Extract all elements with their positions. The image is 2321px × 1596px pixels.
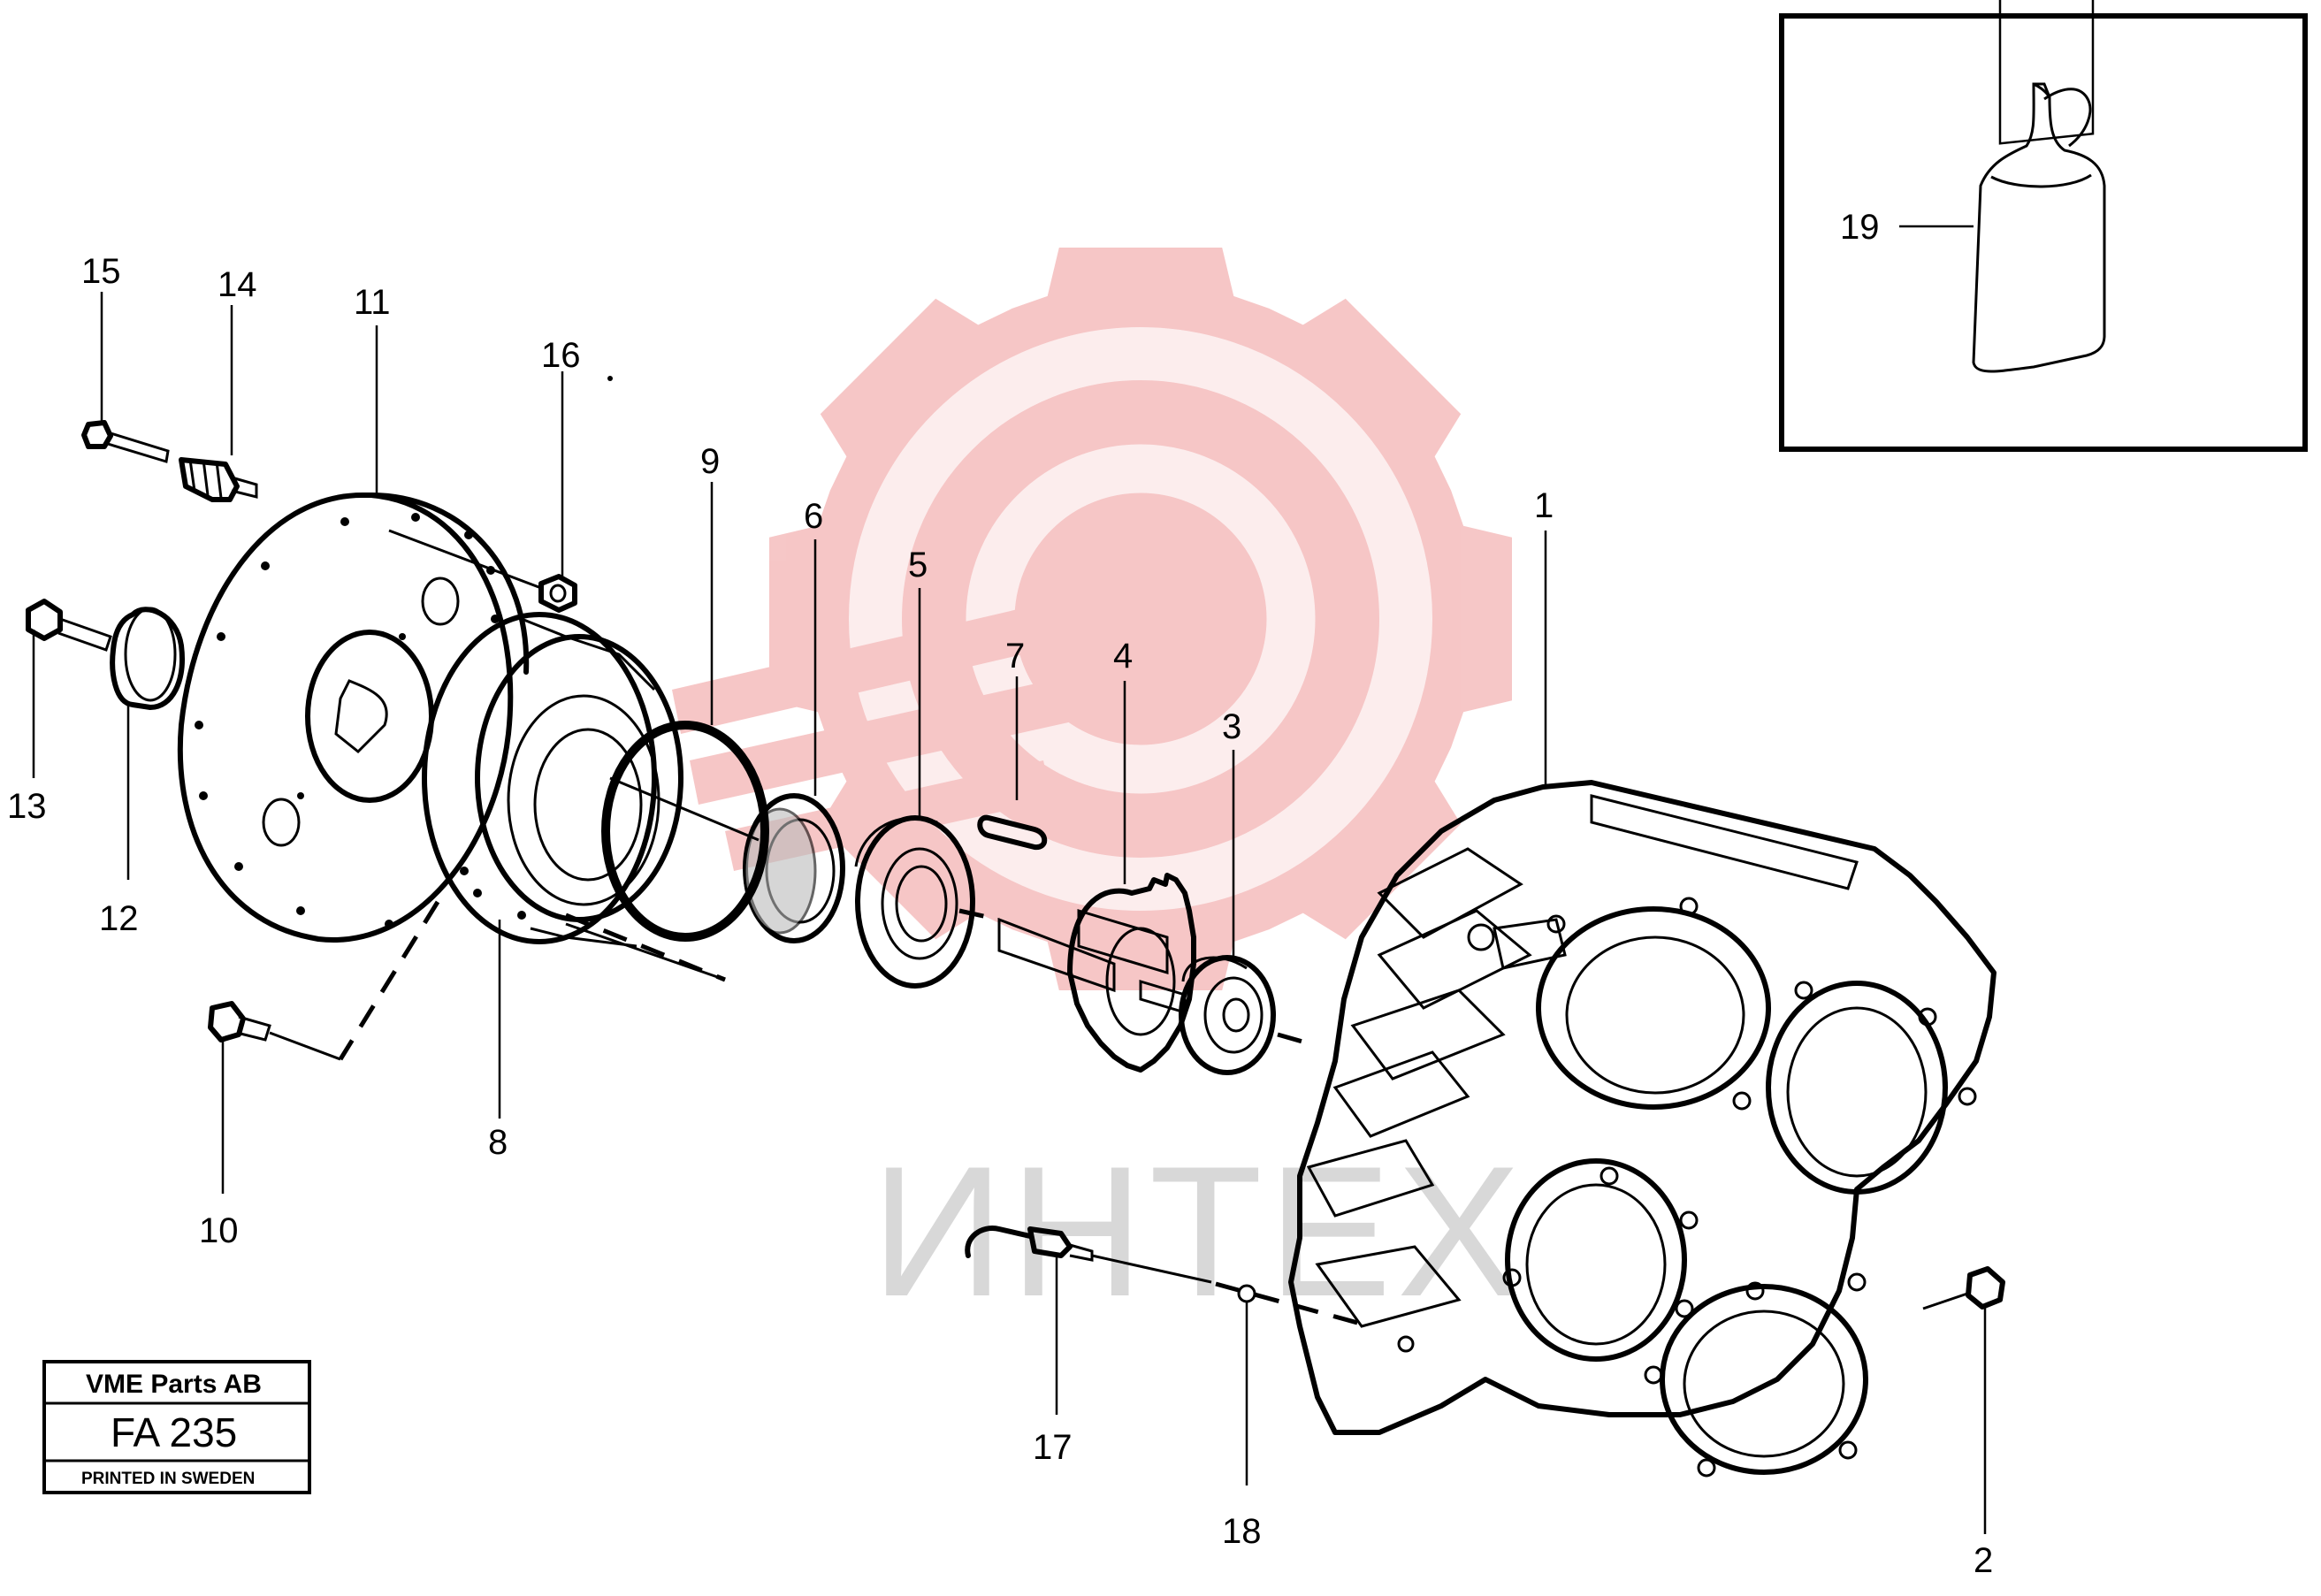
- callout-18: 18: [1222, 1512, 1262, 1551]
- callout-13: 13: [7, 787, 47, 826]
- title-block-printed: PRINTED IN SWEDEN: [81, 1470, 255, 1488]
- callout-7: 7: [1005, 637, 1025, 676]
- watermark-gear-logo: [672, 248, 1512, 990]
- callout-19: 19: [1840, 208, 1880, 247]
- part-14-fitting: 14: [179, 265, 258, 502]
- part-7-key: 7: [977, 637, 1048, 851]
- part-5-bearing: 5: [854, 546, 1000, 989]
- part-1-housing: 1: [1288, 486, 1997, 1478]
- part-11-flange-plate: 11: [177, 283, 530, 943]
- callout-12: 12: [99, 899, 139, 938]
- callout-9: 9: [700, 442, 720, 481]
- callout-6: 6: [804, 497, 823, 536]
- callout-16: 16: [541, 336, 581, 375]
- title-block: VME Parts AB FA 235 PRINTED IN SWEDEN: [42, 1360, 311, 1494]
- callout-8: 8: [488, 1123, 508, 1162]
- watermark-text: ИНТЕХ: [871, 1127, 1526, 1335]
- callout-1: 1: [1534, 486, 1554, 525]
- part-17-dipstick: 17: [965, 1226, 1371, 1467]
- part-2-plug: 2: [1922, 1266, 2005, 1580]
- part-15-screw: 15: [81, 252, 170, 463]
- part-4-gear-shaft: 4: [997, 637, 1196, 1073]
- callout-17: 17: [1033, 1428, 1073, 1467]
- part-3-bearing: 3: [1179, 707, 1309, 1075]
- part-9-o-ring: 9: [601, 442, 769, 942]
- callout-14: 14: [218, 265, 257, 304]
- part-10-screw: 10: [199, 1001, 341, 1250]
- callout-15: 15: [81, 252, 121, 291]
- callout-11: 11: [354, 283, 391, 322]
- callout-5: 5: [908, 546, 928, 584]
- part-13-bolt: 13: [7, 599, 112, 826]
- title-block-company: VME Parts AB: [86, 1370, 262, 1399]
- title-block-drawing-number: FA 235: [111, 1409, 237, 1455]
- callout-3: 3: [1222, 707, 1241, 746]
- callout-2: 2: [1974, 1541, 1993, 1580]
- inset-box-part-19: 19: [1779, 0, 2308, 452]
- part-18-seal-ring: 18: [1222, 1284, 1262, 1551]
- callout-4: 4: [1113, 637, 1133, 676]
- oil-bottle-drawing: [1972, 0, 2106, 373]
- part-16-nut: 16: [388, 336, 613, 613]
- part-8-bearing-cover: 8: [338, 612, 726, 1162]
- part-12-washer: 12: [99, 607, 185, 938]
- callout-10: 10: [199, 1211, 239, 1250]
